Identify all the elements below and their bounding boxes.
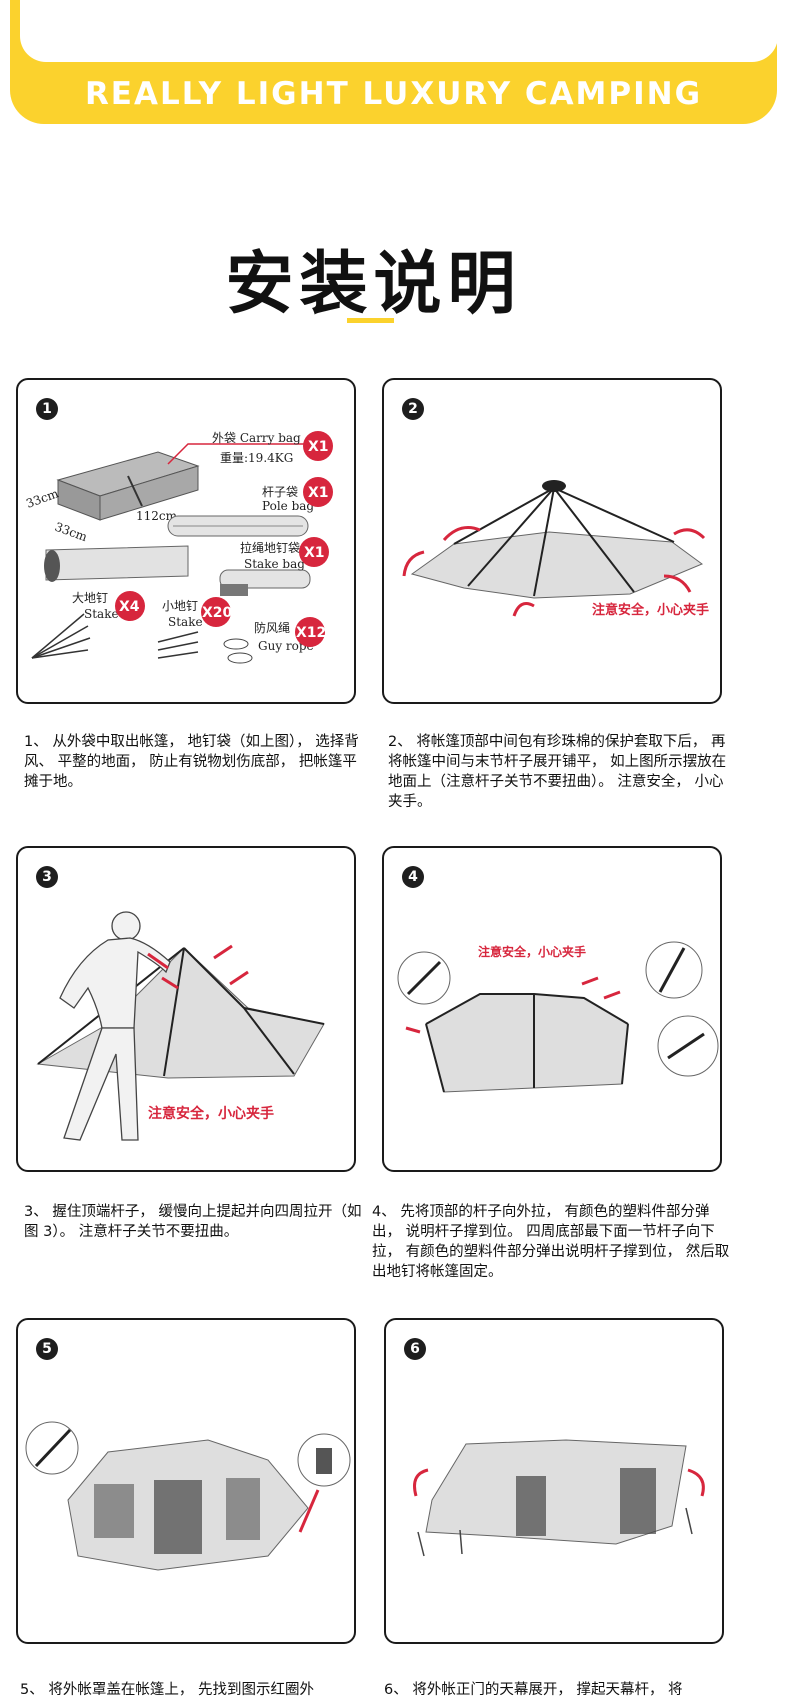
step-2-illustration: 注意安全，小心夹手 [402, 480, 709, 618]
raised-tent-icon [425, 993, 629, 1093]
step-3-caption: 3、 握住顶端杆子， 缓慢向上提起并向四周拉开（如图 3）。 注意杆子关节不要扭… [24, 1204, 362, 1240]
step-4-illustration: 注意安全，小心夹手 [397, 941, 719, 1093]
arrow-icon [213, 944, 233, 960]
step-5-number: 5 [36, 1338, 58, 1360]
small-stake-icon [157, 631, 199, 659]
arrow-icon [687, 1468, 705, 1497]
big-stake-icon [31, 613, 91, 659]
arrow-icon [581, 976, 599, 986]
step-2-warning: 注意安全，小心夹手 [592, 602, 709, 618]
pole-bag-count: X1 [308, 485, 329, 501]
weight-label: 重量:19.4KG [220, 451, 293, 465]
arrow-icon [405, 1026, 421, 1034]
tent-top-hub-icon [542, 480, 566, 492]
person-icon [59, 911, 171, 1141]
stake-bag-icon [219, 569, 311, 596]
guy-rope-cn-label: 防风绳 [254, 620, 290, 635]
title-underline [347, 318, 394, 323]
pole-bag-icon [167, 515, 309, 537]
joint-detail-icon [645, 941, 703, 999]
flat-tent-icon [410, 531, 704, 599]
step-4-caption: 4、 先将顶部的杆子向外拉， 有颜色的塑料件部分弹出， 说明杆子撑到位。 四周底… [372, 1204, 730, 1280]
folded-tent-icon [44, 545, 189, 582]
carry-bag-count: X1 [308, 439, 329, 455]
small-stake-badge [201, 597, 231, 627]
stake-bag-badge [299, 537, 329, 567]
arrow-icon [229, 970, 249, 986]
step-3-illustration: 注意安全，小心夹手 [36, 911, 325, 1141]
arrow-icon [663, 574, 692, 593]
step-5-caption: 5、 将外帐罩盖在帐篷上， 先找到图示红圈外 [20, 1682, 314, 1698]
arrow-icon [402, 550, 425, 577]
carry-bag-icon [56, 451, 200, 521]
step-6-illustration [413, 1439, 705, 1557]
small-stake-en-label: Stake [168, 615, 203, 629]
top-banner: REALLY LIGHT LUXURY CAMPING [10, 0, 778, 124]
step-1-caption: 1、 从外袋中取出帐篷， 地钉袋（如上图）， 选择背风、 平整的地面， 防止有锐… [24, 734, 359, 790]
small-stake-cn-label: 小地钉 [162, 599, 198, 613]
step-4-warning: 注意安全，小心夹手 [478, 944, 586, 959]
guy-rope-count: X12 [296, 625, 326, 641]
step-2-caption: 2、 将帐篷顶部中间包有珍珠棉的保护套取下后， 再将帐篷中间与末节杆子展开铺平，… [388, 734, 727, 810]
step-4-number: 4 [402, 866, 424, 888]
step-6-number: 6 [404, 1338, 426, 1360]
arrow-icon [603, 990, 621, 1000]
stake-bag-count: X1 [304, 545, 325, 561]
pole-bag-cn-label: 杆子袋 [262, 485, 298, 499]
big-stake-badge [115, 591, 145, 621]
carry-bag-badge [303, 431, 333, 461]
big-stake-cn-label: 大地钉 [72, 591, 108, 605]
arrow-icon [673, 528, 706, 540]
dim-height-label: 33cm [24, 486, 61, 511]
stake-bag-cn-label: 拉绳地钉袋 [240, 540, 300, 555]
step-3-warning: 注意安全，小心夹手 [148, 1105, 274, 1122]
arrow-icon [161, 976, 179, 990]
step-5-panel: 5 [16, 1318, 356, 1644]
guy-rope-badge [295, 617, 325, 647]
stake-bag-en-label: Stake bag [244, 557, 305, 571]
pole-bag-badge [303, 477, 333, 507]
step-2-panel: 2 注意安全，小心夹手 [382, 378, 722, 704]
dim-depth-label: 33cm [53, 520, 90, 545]
step-3-number: 3 [36, 866, 58, 888]
dim-length-label: 112cm [136, 509, 178, 523]
step-2-number: 2 [402, 398, 424, 420]
step-3-panel: 3 注意安全，小心夹手 [16, 846, 356, 1172]
step-1-number: 1 [36, 398, 58, 420]
step-5-illustration [25, 1421, 351, 1571]
small-stake-count: X20 [202, 605, 233, 621]
step-1-panel: 1 外袋 Carry bag 重量:19.4KG 33cm 33cm 112cm… [16, 378, 356, 704]
arrow-icon [512, 602, 535, 617]
step-4-panel: 4 注意安全，小心夹手 [382, 846, 722, 1172]
banner-slogan: REALLY LIGHT LUXURY CAMPING [84, 76, 703, 112]
arrow-icon [147, 952, 169, 970]
pole-bag-en-label: Pole bag [262, 499, 314, 513]
arrow-icon [442, 526, 481, 542]
guy-rope-icon [223, 638, 253, 664]
arrow-icon [413, 1468, 429, 1497]
big-stake-en-label: Stake [84, 607, 119, 621]
big-stake-count: X4 [119, 599, 140, 615]
page-title: 安装说明 [225, 245, 522, 324]
step-6-panel: 6 [384, 1318, 724, 1644]
arrow-icon [298, 1489, 320, 1533]
step-1-illustration: 外袋 Carry bag 重量:19.4KG 33cm 33cm 112cm X… [24, 431, 333, 664]
carry-bag-label: 外袋 Carry bag [212, 431, 301, 445]
banner-white-cap [20, 0, 778, 62]
step-6-caption: 6、 将外帐正门的天幕展开， 撑起天幕杆， 将 [384, 1682, 683, 1698]
